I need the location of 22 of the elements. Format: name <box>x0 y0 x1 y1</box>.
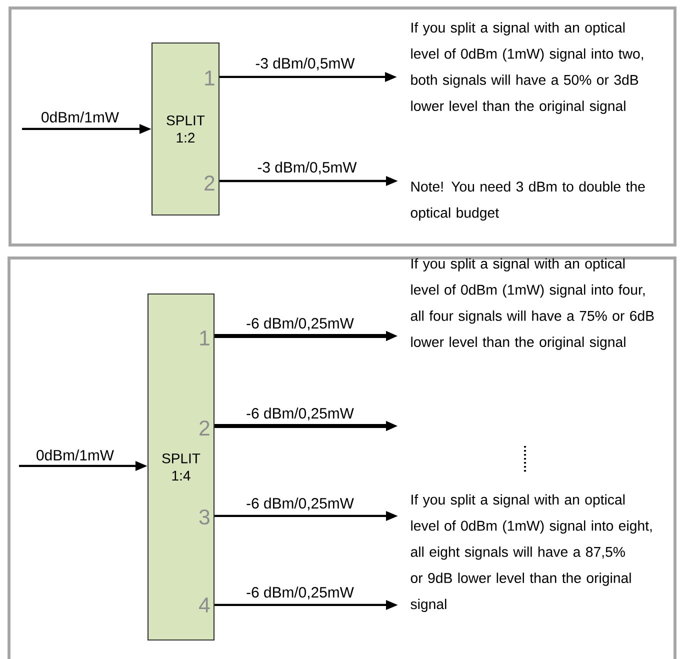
panel-frame <box>8 6 676 246</box>
description-text: If you split a signal with an optical level of 0dBm (1mW) signal into eight, all eight signals will have a 87,5% or 9dB lower level than the original signal <box>410 494 652 612</box>
splitter-box: SPLIT 1:2 1 2 <box>151 42 220 216</box>
port-number: 2 <box>204 176 214 190</box>
splitter-box: SPLIT 1:4 1 2 3 4 <box>147 293 215 641</box>
edge-label: -6 dBm/0,25mW <box>246 318 354 330</box>
port-number: 1 <box>205 70 214 86</box>
note-text: Note! You need 3 dBm to double the optical budget <box>410 181 645 221</box>
edge-label: 0dBm/1mW <box>36 450 114 460</box>
edge-label: 0dBm/1mW <box>42 112 119 122</box>
port-number: 3 <box>199 509 210 525</box>
panel-frame <box>8 256 676 659</box>
port-number: 1 <box>200 330 210 346</box>
edge-label: -3 dBm/0,5mW <box>258 162 357 174</box>
edge-label: -6 dBm/0,25mW <box>246 408 354 420</box>
port-number: 4 <box>199 598 210 612</box>
edge-label: -3 dBm/0,5mW <box>256 58 355 70</box>
edge-label: -6 dBm/0,25mW <box>246 586 354 600</box>
port-number: 2 <box>200 420 210 436</box>
description-text: If you split a signal with an optical level of 0dBm (1mW) signal into four, all four signals will have a 75% or 6dB lower level than the original signal <box>410 258 654 350</box>
description-text: If you split a signal with an optical level of 0dBm (1mW) signal into two, both signals will have a 50% or 3dB lower level than the original signal <box>411 22 644 114</box>
edge-label: -6 dBm/0,25mW <box>246 498 354 510</box>
